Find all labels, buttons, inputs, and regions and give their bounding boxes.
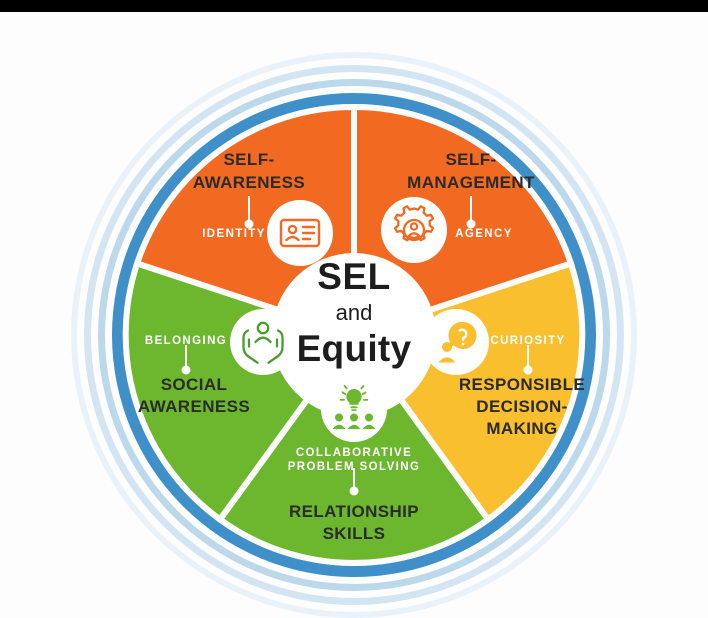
- id-card-icon: [279, 218, 321, 248]
- center-title-and: and: [336, 300, 373, 325]
- connector-lines-group: [185, 196, 529, 489]
- label-responsible-decision-making: CURIOSITY RESPONSIBLE DECISION- MAKING: [459, 335, 585, 438]
- social-awareness-title-line1: SOCIAL: [161, 375, 228, 394]
- dot-identity: [244, 219, 254, 229]
- question-mark-glyph: [458, 328, 468, 346]
- self-management-title-line1: SELF-: [445, 150, 496, 169]
- lightbulb-group-icon-badge[interactable]: [321, 376, 387, 442]
- relationship-skills-title-line2: SKILLS: [323, 524, 386, 543]
- segment-relationship-skills[interactable]: [215, 329, 493, 566]
- relationship-skills-sublabel-line2: PROBLEM SOLVING: [288, 461, 421, 473]
- self-awareness-title-line2: AWARENESS: [193, 173, 305, 192]
- lightbulb-group-icon-bg: [321, 376, 387, 442]
- id-card-icon-badge[interactable]: [267, 200, 333, 266]
- lightbulb-group-icon: [332, 385, 376, 429]
- center-title-equity: Equity: [297, 328, 412, 369]
- dot-belonging: [181, 365, 191, 375]
- responsible-decision-making-title-line1: RESPONSIBLE: [459, 375, 585, 394]
- connector-dots-group: [181, 219, 533, 496]
- label-self-management: SELF- MANAGEMENT AGENCY: [407, 150, 535, 240]
- hands-person-icon-badge[interactable]: [230, 309, 296, 375]
- relationship-skills-title-line1: RELATIONSHIP: [289, 502, 419, 521]
- top-black-bar: [0, 0, 708, 12]
- person-question-bubble-icon: [438, 321, 477, 363]
- relationship-skills-sublabel-line1: COLLABORATIVE: [296, 447, 412, 459]
- dot-curiosity: [523, 365, 533, 375]
- social-awareness-sublabel: BELONGING: [145, 335, 227, 347]
- responsible-decision-making-title-line2: DECISION-: [476, 397, 567, 416]
- gear-person-icon-badge[interactable]: [381, 197, 447, 263]
- hands-person-icon: [242, 321, 284, 364]
- id-card-icon-bg: [267, 200, 333, 266]
- responsible-decision-making-sublabel: CURIOSITY: [490, 335, 565, 347]
- dot-agency: [466, 219, 476, 229]
- center-label-group: SEL and Equity: [297, 256, 412, 369]
- self-management-title-line2: MANAGEMENT: [407, 173, 535, 192]
- center-hub: [272, 253, 436, 417]
- label-social-awareness: BELONGING SOCIAL AWARENESS: [138, 335, 250, 416]
- self-awareness-title-line1: SELF-: [223, 150, 274, 169]
- self-awareness-sublabel: IDENTITY: [202, 228, 266, 240]
- social-awareness-title-line2: AWARENESS: [138, 397, 250, 416]
- responsible-decision-making-title-line3: MAKING: [486, 419, 557, 438]
- hands-person-icon-bg: [230, 309, 296, 375]
- gear-person-icon: [393, 205, 435, 242]
- label-relationship-skills: COLLABORATIVE PROBLEM SOLVING RELATIONSH…: [288, 447, 421, 543]
- center-title-sel: SEL: [317, 256, 390, 297]
- label-self-awareness: SELF- AWARENESS IDENTITY: [193, 150, 305, 240]
- self-management-sublabel: AGENCY: [455, 228, 513, 240]
- person-question-bubble-icon-badge[interactable]: [423, 309, 489, 375]
- dot-collab: [349, 486, 359, 496]
